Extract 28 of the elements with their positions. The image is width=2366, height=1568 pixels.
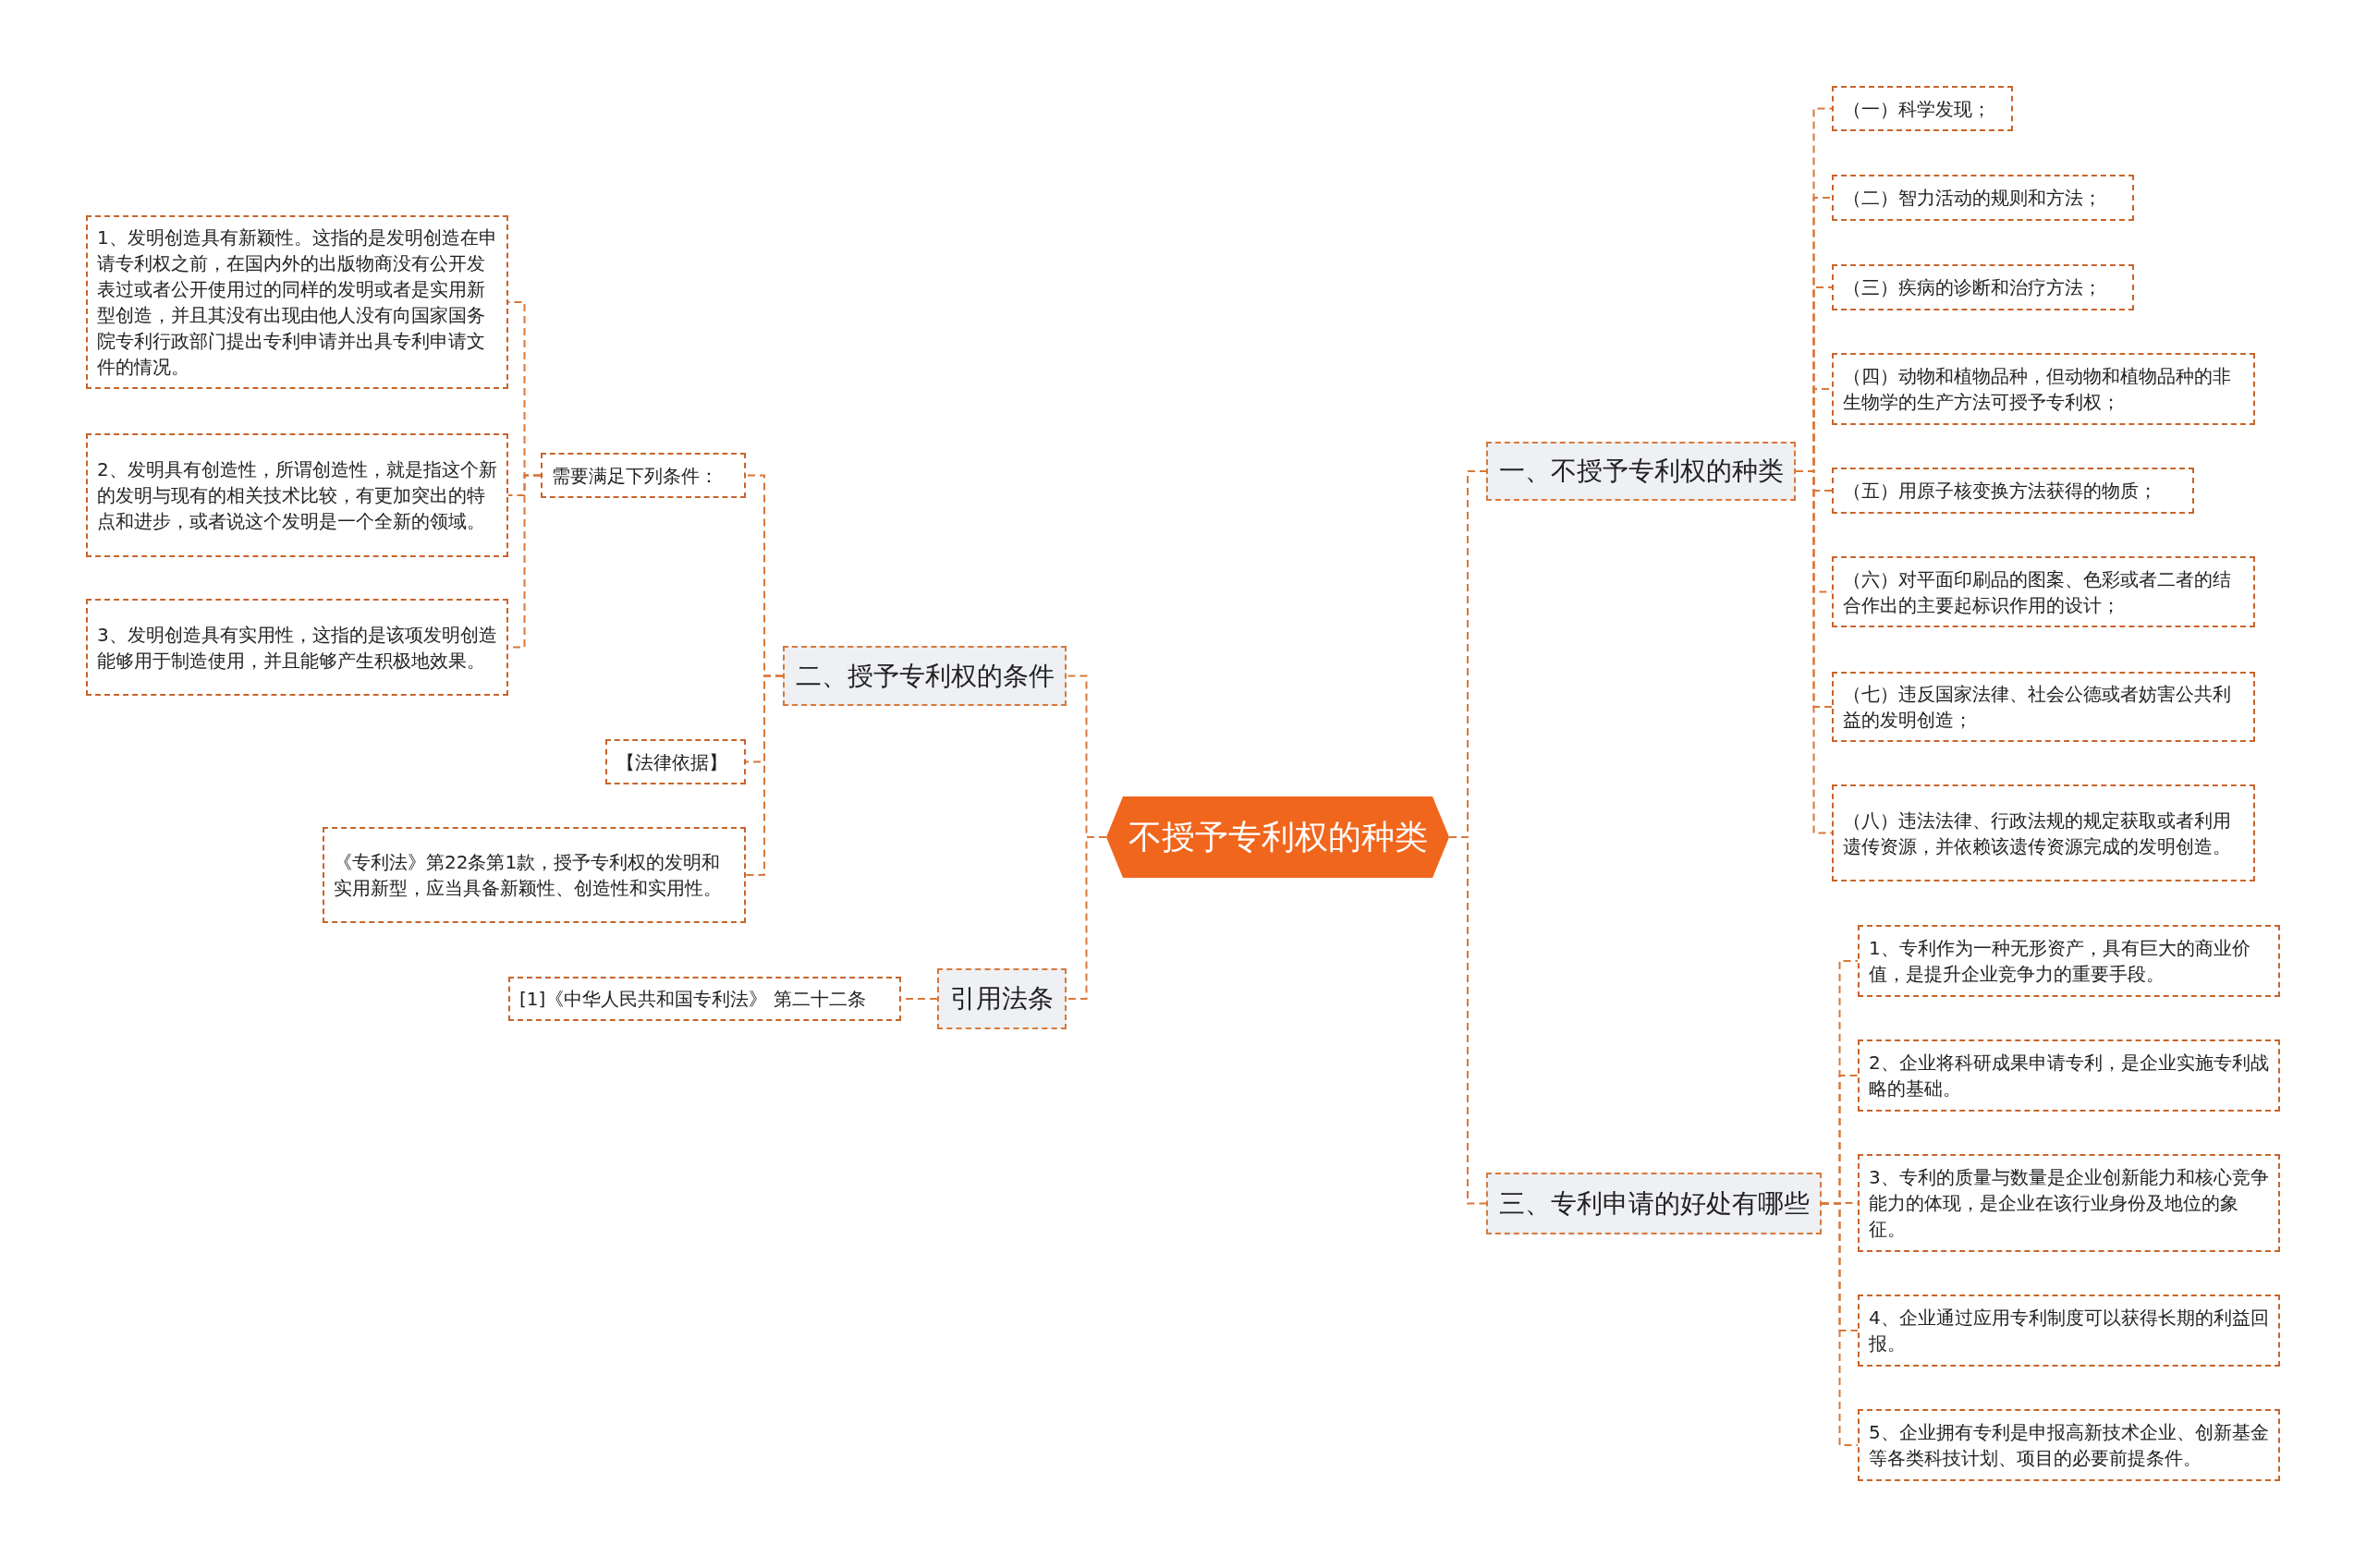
central-topic: 不授予专利权的种类 bbox=[1106, 796, 1449, 878]
subtopic-box: 5、企业拥有专利是申报高新技术企业、创新基金等各类科技计划、项目的必要前提条件。 bbox=[1858, 1409, 2280, 1481]
topic-box: 二、授予专利权的条件 bbox=[783, 646, 1067, 706]
connector bbox=[745, 675, 784, 876]
subtopic-box: （三）疾病的诊断和治疗方法； bbox=[1832, 264, 2134, 310]
subtopic-box: 《专利法》第22条第1款，授予专利权的发明和实用新型，应当具备新颖性、创造性和实用性。 bbox=[323, 827, 746, 923]
subtopic-box: （八）违法法律、行政法规的规定获取或者利用遗传资源，并依赖该遗传资源完成的发明创造。 bbox=[1832, 784, 2255, 881]
subtopic-box: （七）违反国家法律、社会公德或者妨害公共利益的发明创造； bbox=[1832, 672, 2255, 742]
subtopic-box: 4、企业通过应用专利制度可以获得长期的利益回报。 bbox=[1858, 1295, 2280, 1367]
topic-box: 三、专利申请的好处有哪些 bbox=[1486, 1173, 1822, 1234]
subtopic-box: 3、专利的质量与数量是企业创新能力和核心竞争能力的体现，是企业在该行业身份及地位的象征。 bbox=[1858, 1154, 2280, 1252]
subtopic-box: 1、发明创造具有新颖性。这指的是发明创造在申请专利权之前，在国内外的出版物商没有公开发表过或者公开使用过的同样的发明或者是实用新型创造，并且其没有出现由他人没有向国家国务院专利行政部门提出专利申请并出具专利申请文件的情况。 bbox=[86, 215, 508, 389]
subtopic-box: 【法律依据】 bbox=[605, 739, 746, 784]
topic-box: 一、不授予专利权的种类 bbox=[1486, 442, 1796, 501]
subtopic-box: （一）科学发现； bbox=[1832, 86, 2013, 131]
subtopic-box: 2、发明具有创造性，所谓创造性，就是指这个新的发明与现有的相关技术比较，有更加突出的特点和进步，或者说这个发明是一个全新的领域。 bbox=[86, 433, 508, 557]
subtopic-box: 2、企业将科研成果申请专利，是企业实施专利战略的基础。 bbox=[1858, 1039, 2280, 1112]
subtopic-box: 1、专利作为一种无形资产，具有巨大的商业价值，是提升企业竞争力的重要手段。 bbox=[1858, 925, 2280, 997]
subtopic-box: [1]《中华人民共和国专利法》 第二十二条 bbox=[508, 977, 901, 1021]
subtopic-box: （四）动物和植物品种，但动物和植物品种的非生物学的生产方法可授予专利权； bbox=[1832, 353, 2255, 425]
subtopic-box: （五）用原子核变换方法获得的物质； bbox=[1832, 468, 2194, 514]
connector bbox=[1821, 1202, 1859, 1446]
subtopic-box: （六）对平面印刷品的图案、色彩或者二者的结合作出的主要起标识作用的设计； bbox=[1832, 556, 2255, 627]
subtopic-box: 需要满足下列条件： bbox=[541, 453, 746, 498]
subtopic-box: 3、发明创造具有实用性，这指的是该项发明创造能够用于制造使用，并且能够产生积极地效果。 bbox=[86, 599, 508, 696]
connector bbox=[1066, 836, 1107, 1000]
subtopic-box: （二）智力活动的规则和方法； bbox=[1832, 175, 2134, 221]
topic-box: 引用法条 bbox=[937, 968, 1067, 1029]
